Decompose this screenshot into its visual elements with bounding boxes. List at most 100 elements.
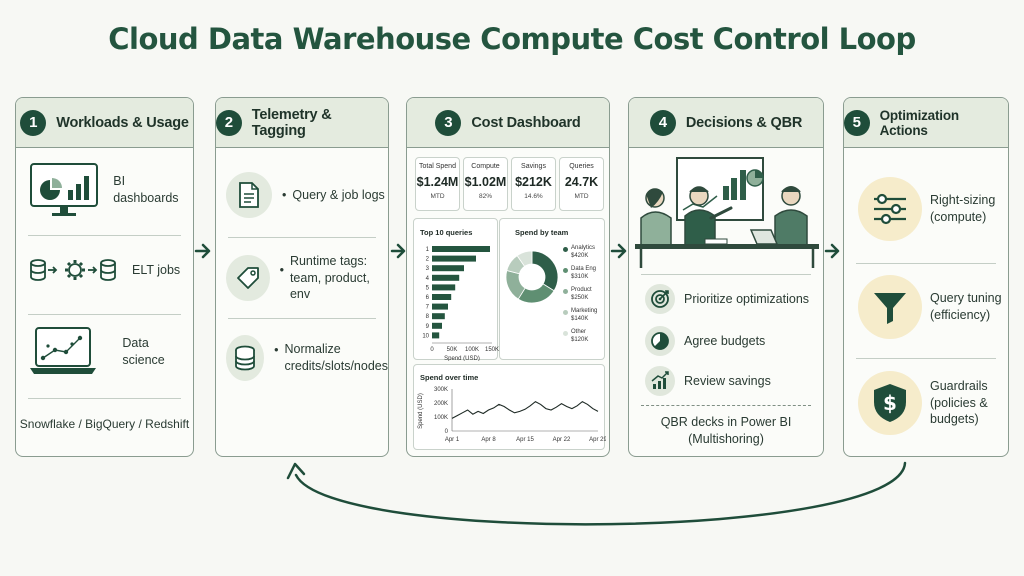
legend-label: Data Eng$310K bbox=[571, 266, 597, 280]
spend-over-time-card: Spend over time Spend (USD) 300K 200K 100K 0… bbox=[413, 364, 606, 450]
step-number: 2 bbox=[216, 109, 242, 136]
laptop-scatter-icon bbox=[30, 327, 96, 374]
legend-item: Data Eng$310K bbox=[563, 266, 596, 282]
panel-title: Workloads & Usage bbox=[56, 114, 189, 131]
svg-text:$: $ bbox=[883, 391, 897, 415]
arrow-1-to-2 bbox=[194, 243, 211, 259]
action-item: Right-sizing(compute) bbox=[844, 176, 1008, 242]
bar bbox=[432, 246, 490, 252]
item-label: Prioritize optimizations bbox=[684, 291, 810, 306]
loop-back-arrowhead bbox=[286, 462, 306, 480]
legend-label: Product$250K bbox=[571, 287, 592, 301]
step-number: 1 bbox=[20, 109, 47, 136]
bar bbox=[432, 303, 448, 310]
x-tick-label: 0 bbox=[430, 347, 434, 353]
funnel-icon bbox=[858, 275, 922, 339]
telemetry-item: • Runtime tags:team, product, env bbox=[216, 250, 388, 306]
bar-category-label: 3 bbox=[426, 266, 430, 272]
panel-telemetry: 2 Telemetry & Tagging • Query & job logs… bbox=[215, 97, 389, 457]
y-axis-label: Spend (USD) bbox=[418, 393, 424, 429]
meeting-illustration-icon bbox=[635, 157, 819, 268]
panel-optimization: 5 Optimization Actions Right-sizing(comp… bbox=[843, 97, 1009, 457]
bar-category-label: 6 bbox=[426, 295, 430, 301]
item-label: BI dashboards bbox=[113, 174, 179, 205]
item-label: Right-sizing(compute) bbox=[930, 193, 996, 224]
y-tick-label: 0 bbox=[445, 429, 449, 435]
page-title: Cloud Data Warehouse Compute Cost Contro… bbox=[108, 22, 916, 56]
legend-swatch bbox=[563, 268, 568, 273]
panel-header: 3 Cost Dashboard bbox=[407, 98, 609, 148]
legend-label: Marketing$140K bbox=[571, 308, 598, 322]
item-label: Query tuning(efficiency) bbox=[930, 291, 1002, 322]
panel-title: Telemetry & Tagging bbox=[251, 106, 332, 139]
bar bbox=[432, 284, 456, 291]
decision-item: Review savings bbox=[629, 366, 823, 396]
elt-pipeline-icon bbox=[30, 259, 116, 281]
legend-swatch bbox=[563, 289, 568, 294]
arrow-4-to-5 bbox=[824, 243, 840, 259]
arrow-2-to-3 bbox=[390, 243, 406, 259]
x-tick-label: 50K bbox=[447, 347, 458, 353]
legend-swatch bbox=[563, 331, 568, 336]
target-icon bbox=[645, 284, 675, 314]
legend-swatch bbox=[563, 310, 568, 315]
step-number: 4 bbox=[649, 109, 676, 136]
bar bbox=[432, 265, 464, 272]
item-label: Review savings bbox=[684, 373, 771, 388]
bar-category-label: 9 bbox=[426, 324, 430, 330]
arrow-3-to-4 bbox=[610, 243, 627, 259]
step-number: 3 bbox=[435, 109, 462, 136]
step-number: 5 bbox=[844, 109, 870, 136]
bar-category-label: 1 bbox=[426, 247, 430, 253]
bar bbox=[432, 313, 445, 320]
panel-workloads: 1 Workloads & Usage BI dashboards bbox=[15, 97, 194, 457]
legend-item: Other$120K bbox=[563, 329, 588, 345]
panel-title: Decisions & QBR bbox=[685, 114, 803, 131]
legend-item: Product$250K bbox=[563, 287, 592, 303]
bar-category-label: 10 bbox=[422, 333, 429, 339]
bar bbox=[432, 332, 440, 339]
y-tick-label: 200K bbox=[434, 401, 448, 407]
item-label: ELT jobs bbox=[132, 262, 181, 277]
x-axis-label: Spend (USD) bbox=[444, 356, 480, 361]
decision-item: Prioritize optimizations bbox=[629, 284, 823, 314]
database-icon bbox=[226, 335, 265, 381]
monitor-chart-icon bbox=[30, 163, 98, 216]
shield-dollar-icon: $ bbox=[858, 371, 922, 435]
y-tick-label: 300K bbox=[434, 387, 448, 393]
panel-header: 2 Telemetry & Tagging bbox=[216, 98, 388, 148]
pie-icon bbox=[645, 326, 675, 356]
legend-label: Analytics$420K bbox=[571, 245, 596, 259]
panel-header: 1 Workloads & Usage bbox=[16, 98, 193, 148]
donut-slice bbox=[516, 250, 533, 267]
bullet: • bbox=[279, 263, 284, 277]
item-label: Guardrails(policies &budgets) bbox=[930, 378, 988, 427]
panel-header: 5 Optimization Actions bbox=[844, 98, 1008, 148]
platform-footer: Snowflake / BigQuery / Redshift bbox=[19, 417, 190, 431]
bar-category-label: 5 bbox=[426, 285, 430, 291]
workload-item: BI dashboards bbox=[16, 160, 193, 220]
bar bbox=[432, 294, 452, 300]
item-label: Query & job logs bbox=[292, 187, 385, 202]
bullet: • bbox=[282, 187, 287, 202]
bar bbox=[432, 274, 460, 281]
panel-title: Cost Dashboard bbox=[471, 114, 581, 131]
item-label: Runtime tags:team, product, env bbox=[289, 253, 370, 302]
qbr-footer: QBR decks in Power BI(Multishoring) bbox=[660, 415, 792, 446]
bar-category-label: 8 bbox=[426, 314, 430, 320]
bullet: • bbox=[274, 343, 279, 357]
chart-title: Spend over time bbox=[420, 373, 479, 382]
legend-item: Marketing$140K bbox=[563, 308, 597, 324]
telemetry-item: • Query & job logs bbox=[216, 170, 388, 220]
item-label: Data science bbox=[122, 336, 165, 367]
y-tick-label: 100K bbox=[434, 415, 448, 421]
x-tick-label: 150K bbox=[485, 347, 499, 353]
spend-donut-chart bbox=[505, 250, 559, 304]
